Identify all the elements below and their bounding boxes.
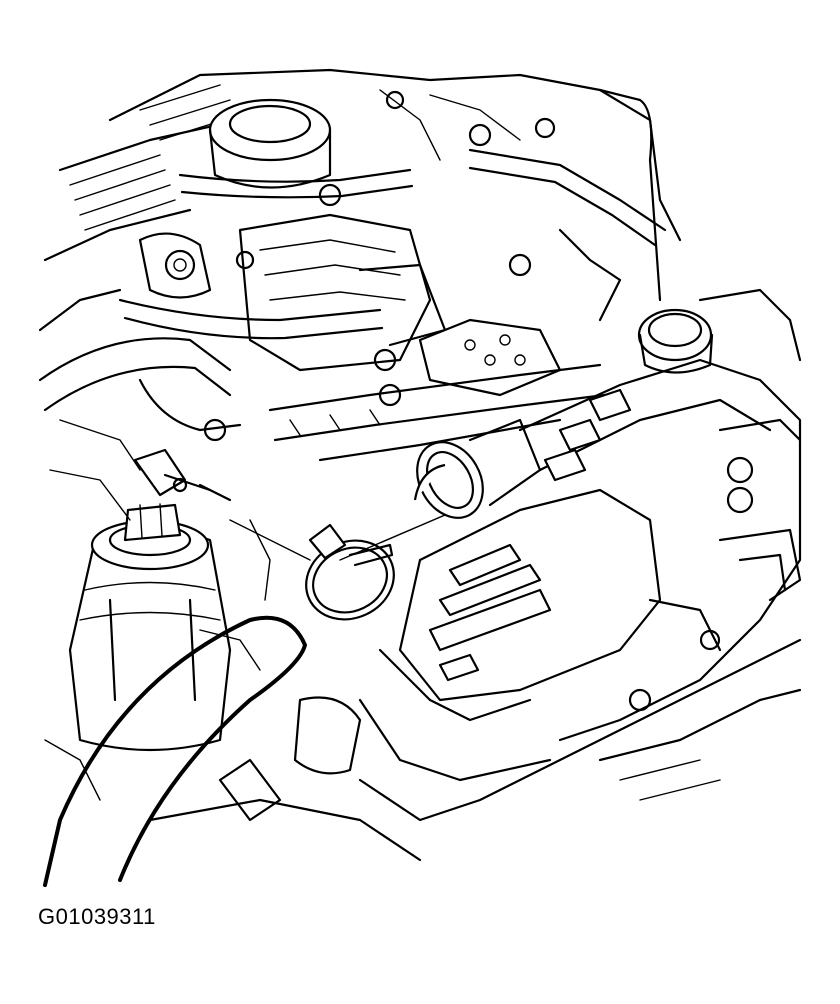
lower-manifold bbox=[358, 488, 662, 782]
hose-clamp bbox=[305, 523, 395, 621]
intake-assembly bbox=[138, 183, 532, 407]
lower-components bbox=[148, 629, 802, 862]
rail-bar bbox=[268, 363, 607, 462]
engine-line-drawing bbox=[38, 68, 802, 887]
figure-id-label: G01039311 bbox=[38, 904, 156, 929]
upper-hoses bbox=[118, 88, 667, 340]
mounting-bracket bbox=[418, 318, 562, 397]
outlet-pipe bbox=[413, 418, 542, 519]
top-cap bbox=[208, 98, 332, 189]
intake-cover bbox=[518, 308, 802, 742]
reservoir bbox=[68, 503, 232, 752]
misc-details bbox=[44, 89, 556, 801]
left-hose bbox=[38, 337, 242, 442]
right-brackets bbox=[648, 288, 802, 652]
sensor-connector bbox=[133, 448, 232, 502]
